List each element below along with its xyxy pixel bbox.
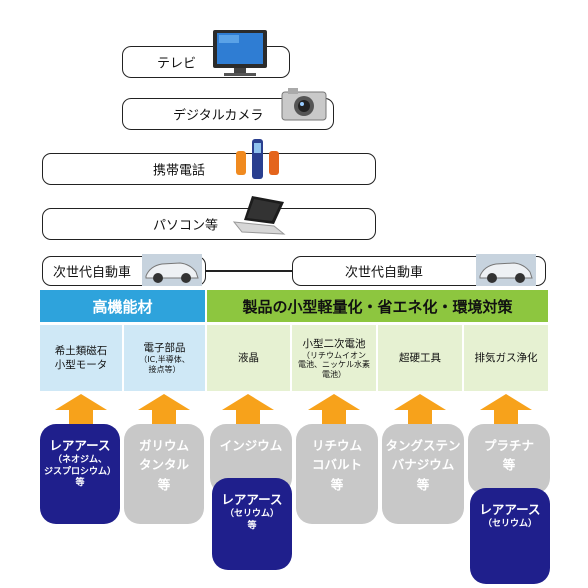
category-label: 小型モータ	[54, 359, 108, 371]
material-tungsten-vanadium: タングステン バナジウム 等	[382, 424, 464, 524]
material-sublabel: （セリウム）	[482, 519, 537, 530]
category-label: 排気ガス浄化	[474, 351, 538, 364]
material-label: ガリウム	[138, 438, 189, 453]
material-lithium-cobalt: リチウム コバルト 等	[296, 424, 378, 524]
material-label: レアアース	[49, 438, 111, 453]
category-lcd: 液晶	[207, 325, 290, 391]
header-product-benefits: 製品の小型軽量化・省エネ化・環境対策	[207, 290, 548, 322]
material-label: プラチナ	[483, 438, 534, 453]
up-arrow-icon	[55, 394, 107, 428]
category-sublabel: 電池）	[322, 369, 346, 379]
mobile-phone-icon	[236, 139, 279, 179]
product-pc-label: パソコン等	[153, 218, 219, 234]
category-label: 小型二次電池	[302, 337, 366, 350]
material-sublabel: ジスプロシウム）	[43, 466, 116, 477]
category-label: 液晶	[238, 351, 259, 364]
material-label: タングステン	[385, 438, 461, 453]
up-arrow-icon	[308, 394, 360, 428]
camera-icon	[281, 88, 327, 121]
category-sublabel: 接点等）	[148, 365, 181, 375]
category-rare-earth-magnet: 希土類磁石 小型モータ	[40, 325, 122, 391]
header-high-function-material: 高機能材	[40, 290, 205, 322]
material-label: コバルト	[311, 457, 362, 473]
car-icon	[476, 254, 536, 286]
product-tv-label: テレビ	[157, 56, 197, 72]
material-label: 等	[157, 476, 171, 492]
header-right-label: 製品の小型軽量化・省エネ化・環境対策	[242, 297, 513, 316]
category-secondary-battery: 小型二次電池 （リチウムイオン 電池、ニッケル水素 電池）	[292, 325, 376, 391]
category-electronic-parts: 電子部品 （IC,半導体、 接点等）	[124, 325, 205, 391]
category-sublabel: （IC,半導体、	[139, 355, 190, 365]
car-icon	[142, 254, 202, 286]
material-label: レアアース	[479, 502, 541, 517]
category-carbide-tool: 超硬工具	[378, 325, 462, 391]
up-arrow-icon	[394, 394, 446, 428]
product-camera-label: デジタルカメラ	[173, 108, 264, 124]
material-label: インジウム	[219, 438, 283, 453]
category-label: 希土類磁石	[54, 344, 108, 357]
material-platinum: プラチナ 等	[468, 424, 550, 494]
material-sublabel: 等	[247, 520, 257, 531]
product-car-left-label: 次世代自動車	[53, 265, 132, 281]
up-arrow-icon	[480, 394, 532, 428]
product-phone: 携帯電話	[42, 153, 376, 185]
material-sublabel: （ネオジム、	[52, 455, 107, 466]
tv-icon	[213, 30, 267, 76]
material-rare-earth-cerium-exhaust: レアアース （セリウム）	[470, 488, 550, 584]
header-left-label: 高機能材	[92, 297, 153, 316]
product-phone-label: 携帯電話	[153, 163, 206, 179]
car-connector	[206, 270, 292, 272]
up-arrow-icon	[222, 394, 274, 428]
laptop-icon	[232, 196, 286, 235]
material-sublabel: 等	[75, 477, 85, 488]
category-label: 電子部品	[143, 342, 186, 355]
material-gallium-tantalum: ガリウム タンタル 等	[124, 424, 204, 524]
up-arrow-icon	[138, 394, 190, 428]
material-rare-earth-neodymium: レアアース （ネオジム、 ジスプロシウム） 等	[40, 424, 120, 524]
product-car-right-label: 次世代自動車	[345, 265, 424, 281]
material-label: 等	[502, 457, 516, 473]
material-label: 等	[330, 476, 344, 492]
material-label: タンタル	[138, 457, 189, 473]
material-sublabel: （セリウム）	[224, 509, 279, 520]
material-label: バナジウム	[391, 457, 455, 473]
product-pc: パソコン等	[42, 208, 376, 240]
material-rare-earth-cerium-lcd: レアアース （セリウム） 等	[212, 478, 292, 570]
category-sublabel: （リチウムイオン	[302, 350, 366, 360]
material-label: 等	[416, 476, 430, 492]
category-exhaust-purification: 排気ガス浄化	[464, 325, 548, 391]
category-label: 超硬工具	[399, 351, 441, 364]
category-sublabel: 電池、ニッケル水素	[298, 360, 370, 370]
material-label: リチウム	[311, 438, 362, 453]
material-label: レアアース	[221, 492, 283, 507]
